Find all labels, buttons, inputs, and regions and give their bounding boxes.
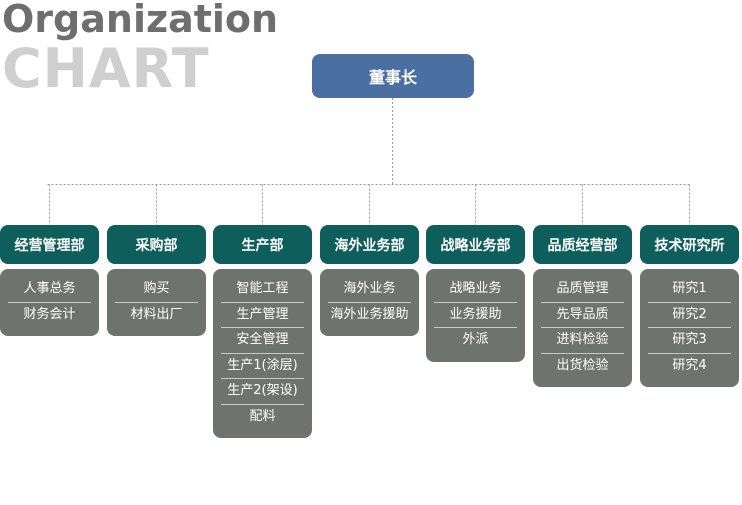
sublist-item: 材料出厂 <box>130 306 183 322</box>
sublist-item: 财务会计 <box>23 306 76 322</box>
sublist-item: 人事总务 <box>8 277 91 303</box>
sublist-item: 购买 <box>115 277 198 303</box>
department-node: 生产部 <box>213 225 312 264</box>
sublist-item: 出货检验 <box>556 357 609 373</box>
department-node: 采购部 <box>107 225 206 264</box>
department-node: 战略业务部 <box>426 225 525 264</box>
department-sublist: 战略业务业务援助外派 <box>426 269 525 362</box>
sublist-item: 先导品质 <box>541 303 624 328</box>
department-node: 海外业务部 <box>320 225 419 264</box>
sublist-item: 安全管理 <box>221 328 304 354</box>
department-node: 技术研究所 <box>640 225 739 264</box>
department-sublist: 智能工程生产管理安全管理生产1(涂层)生产2(架设) 配料 <box>213 269 312 438</box>
sublist-item: 战略业务 <box>434 277 517 303</box>
department-node: 品质经营部 <box>533 225 632 264</box>
sublist-item: 品质管理 <box>541 277 624 303</box>
sublist-item: 配料 <box>249 408 276 424</box>
sublist-item: 生产2(架设) <box>221 379 304 405</box>
sublist-item: 海外业务援助 <box>330 306 409 322</box>
sublist-item: 研究3 <box>648 328 731 354</box>
sublist-item: 进料检验 <box>541 328 624 354</box>
sublist-item: 生产1(涂层) <box>221 354 304 379</box>
department-sublist: 海外业务海外业务援助 <box>320 269 419 336</box>
department-sublist: 人事总务财务会计 <box>0 269 99 336</box>
department-sublist: 品质管理先导品质进料检验出货检验 <box>533 269 632 387</box>
sublist-item: 研究2 <box>648 303 731 328</box>
sublist-item: 外派 <box>462 332 489 347</box>
department-node: 经营管理部 <box>0 225 99 264</box>
department-sublist: 购买材料出厂 <box>107 269 206 336</box>
chart-title-chart: CHART <box>2 37 210 100</box>
sublist-item: 智能工程 <box>221 277 304 303</box>
sublist-item: 研究1 <box>648 277 731 303</box>
sublist-item: 研究4 <box>672 357 707 373</box>
sublist-item: 生产管理 <box>221 303 304 328</box>
sublist-item: 海外业务 <box>328 277 411 303</box>
chart-title-organization: Organization <box>2 0 279 41</box>
sublist-item: 业务援助 <box>434 303 517 328</box>
root-node-chairman: 董事长 <box>312 54 474 98</box>
